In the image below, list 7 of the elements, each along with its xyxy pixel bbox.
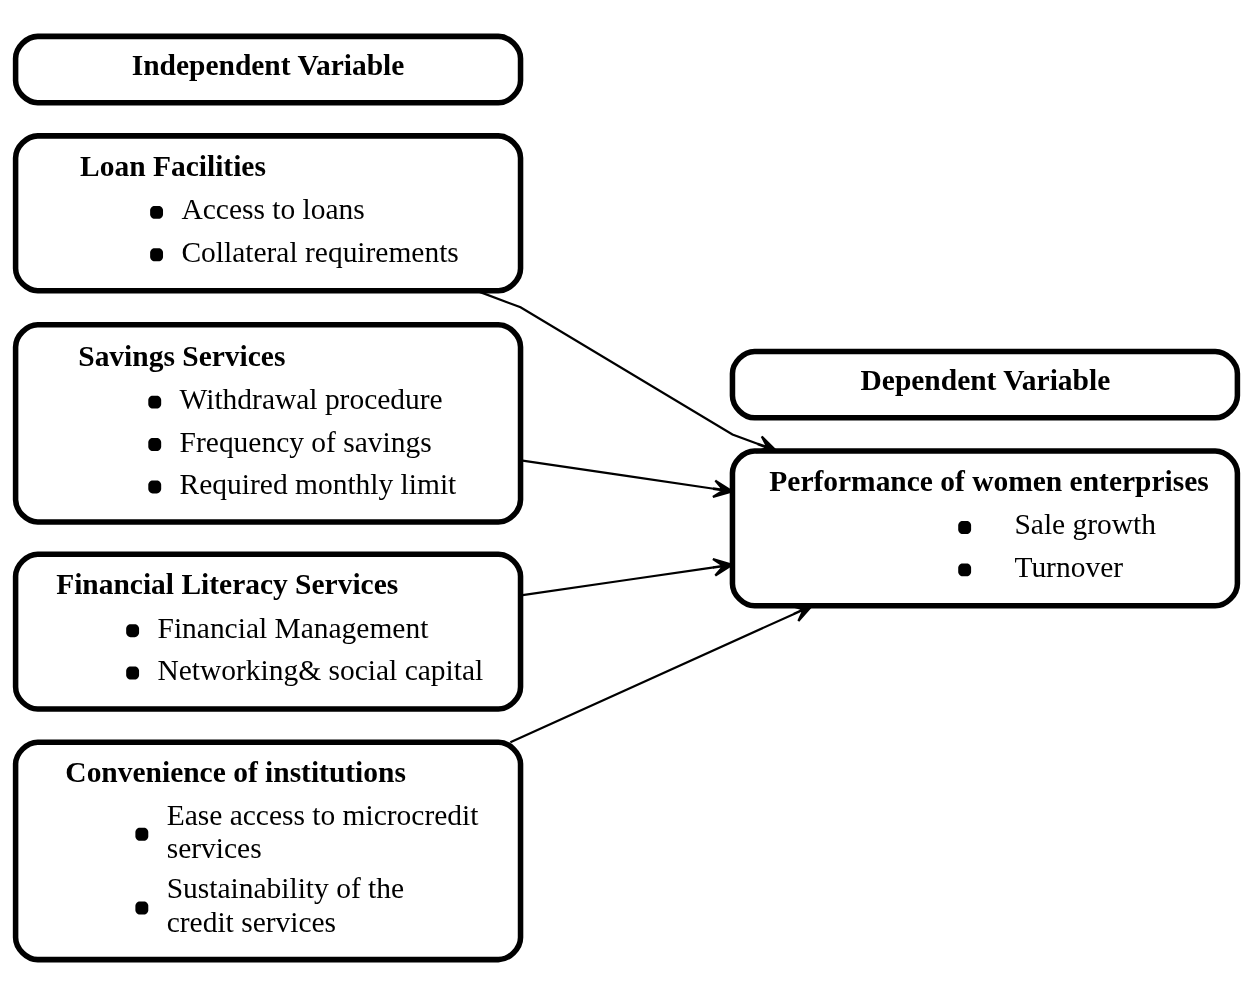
node-box: Financial Literacy Services Financial Management Networking& social capital [12, 551, 524, 712]
node-box: Savings Services Withdrawal procedure Frequency of savings Required monthly limit [12, 322, 524, 525]
node-box: Independent Variable [12, 33, 524, 106]
node-box: Performance of women enterprises Sale growth Turnover [729, 448, 1241, 609]
node-box: Dependent Variable [729, 348, 1241, 421]
node-box: Loan Facilities Access to loans Collateral requirements [12, 133, 524, 294]
node-box: Convenience of institutions Ease access to microcredit services Sustainability of the credit services [12, 739, 524, 963]
